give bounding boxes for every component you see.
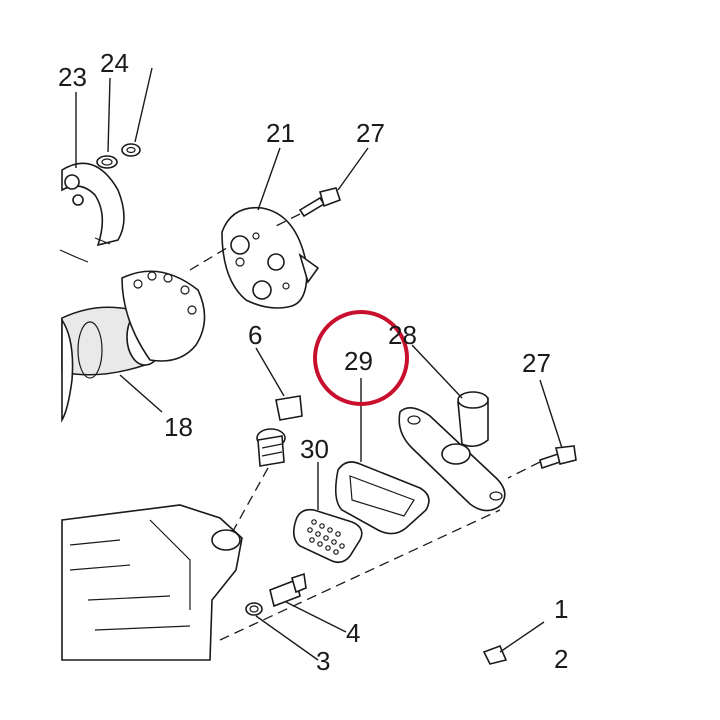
callout-27-right[interactable]: 27 xyxy=(522,348,551,378)
highlight-ring xyxy=(313,310,409,406)
part-6-stud[interactable] xyxy=(256,395,303,467)
part-29-gasket[interactable] xyxy=(334,461,430,535)
callout-21[interactable]: 21 xyxy=(266,118,295,148)
callout-1[interactable]: 1 xyxy=(554,594,568,624)
part-30-strainer[interactable] xyxy=(292,508,363,564)
part-27-bolt-top[interactable] xyxy=(298,187,342,218)
callout-4[interactable]: 4 xyxy=(346,618,360,648)
callout-3[interactable]: 3 xyxy=(316,646,330,676)
part-18-camshaft[interactable] xyxy=(61,270,206,423)
part-23-bracket[interactable] xyxy=(59,162,125,263)
callout-6[interactable]: 6 xyxy=(248,320,262,350)
callout-2[interactable]: 2 xyxy=(554,644,568,674)
part-21-flange-plate[interactable] xyxy=(221,206,320,309)
part-27-bolt-right[interactable] xyxy=(539,445,577,470)
callout-28[interactable]: 28 xyxy=(388,320,417,350)
callout-29[interactable]: 29 xyxy=(344,346,373,376)
callout-27-top[interactable]: 27 xyxy=(356,118,385,148)
part-4-fitting[interactable] xyxy=(269,572,307,608)
part-24-washer[interactable] xyxy=(96,155,118,169)
callout-23[interactable]: 23 xyxy=(58,62,87,92)
part-25-nut[interactable] xyxy=(121,143,141,157)
callout-18[interactable]: 18 xyxy=(164,412,193,442)
engine-casing xyxy=(61,504,243,661)
part-28-thermostat-housing[interactable] xyxy=(398,391,506,512)
part-1-nut[interactable] xyxy=(482,644,508,665)
callout-30[interactable]: 30 xyxy=(300,434,329,464)
callout-24[interactable]: 24 xyxy=(100,48,129,78)
part-3-washer[interactable] xyxy=(245,602,263,616)
